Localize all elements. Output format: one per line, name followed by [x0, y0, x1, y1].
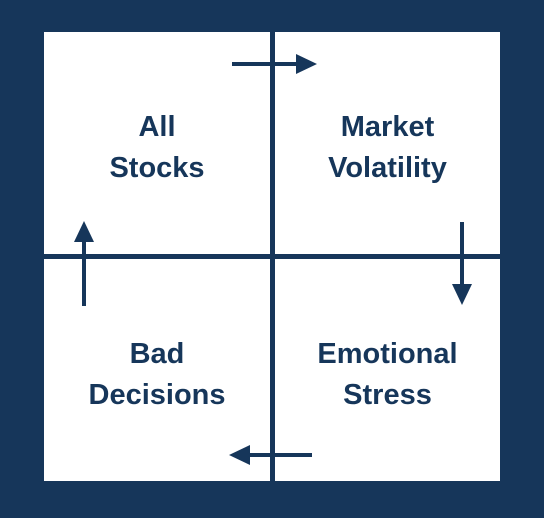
- quadrant-label-market-volatility: Market Volatility: [328, 111, 447, 184]
- quadrant-all-stocks: All Stocks: [44, 32, 270, 254]
- quadrant-label-bad-decisions: Bad Decisions: [88, 338, 226, 411]
- quadrant-label-all-stocks: All Stocks: [109, 111, 205, 184]
- quadrant-label-emotional-stress: Emotional Stress: [317, 338, 458, 411]
- quadrant-bad-decisions: Bad Decisions: [44, 259, 270, 481]
- quadrant-market-volatility: Market Volatility: [275, 32, 500, 254]
- quadrant-emotional-stress: Emotional Stress: [275, 259, 500, 481]
